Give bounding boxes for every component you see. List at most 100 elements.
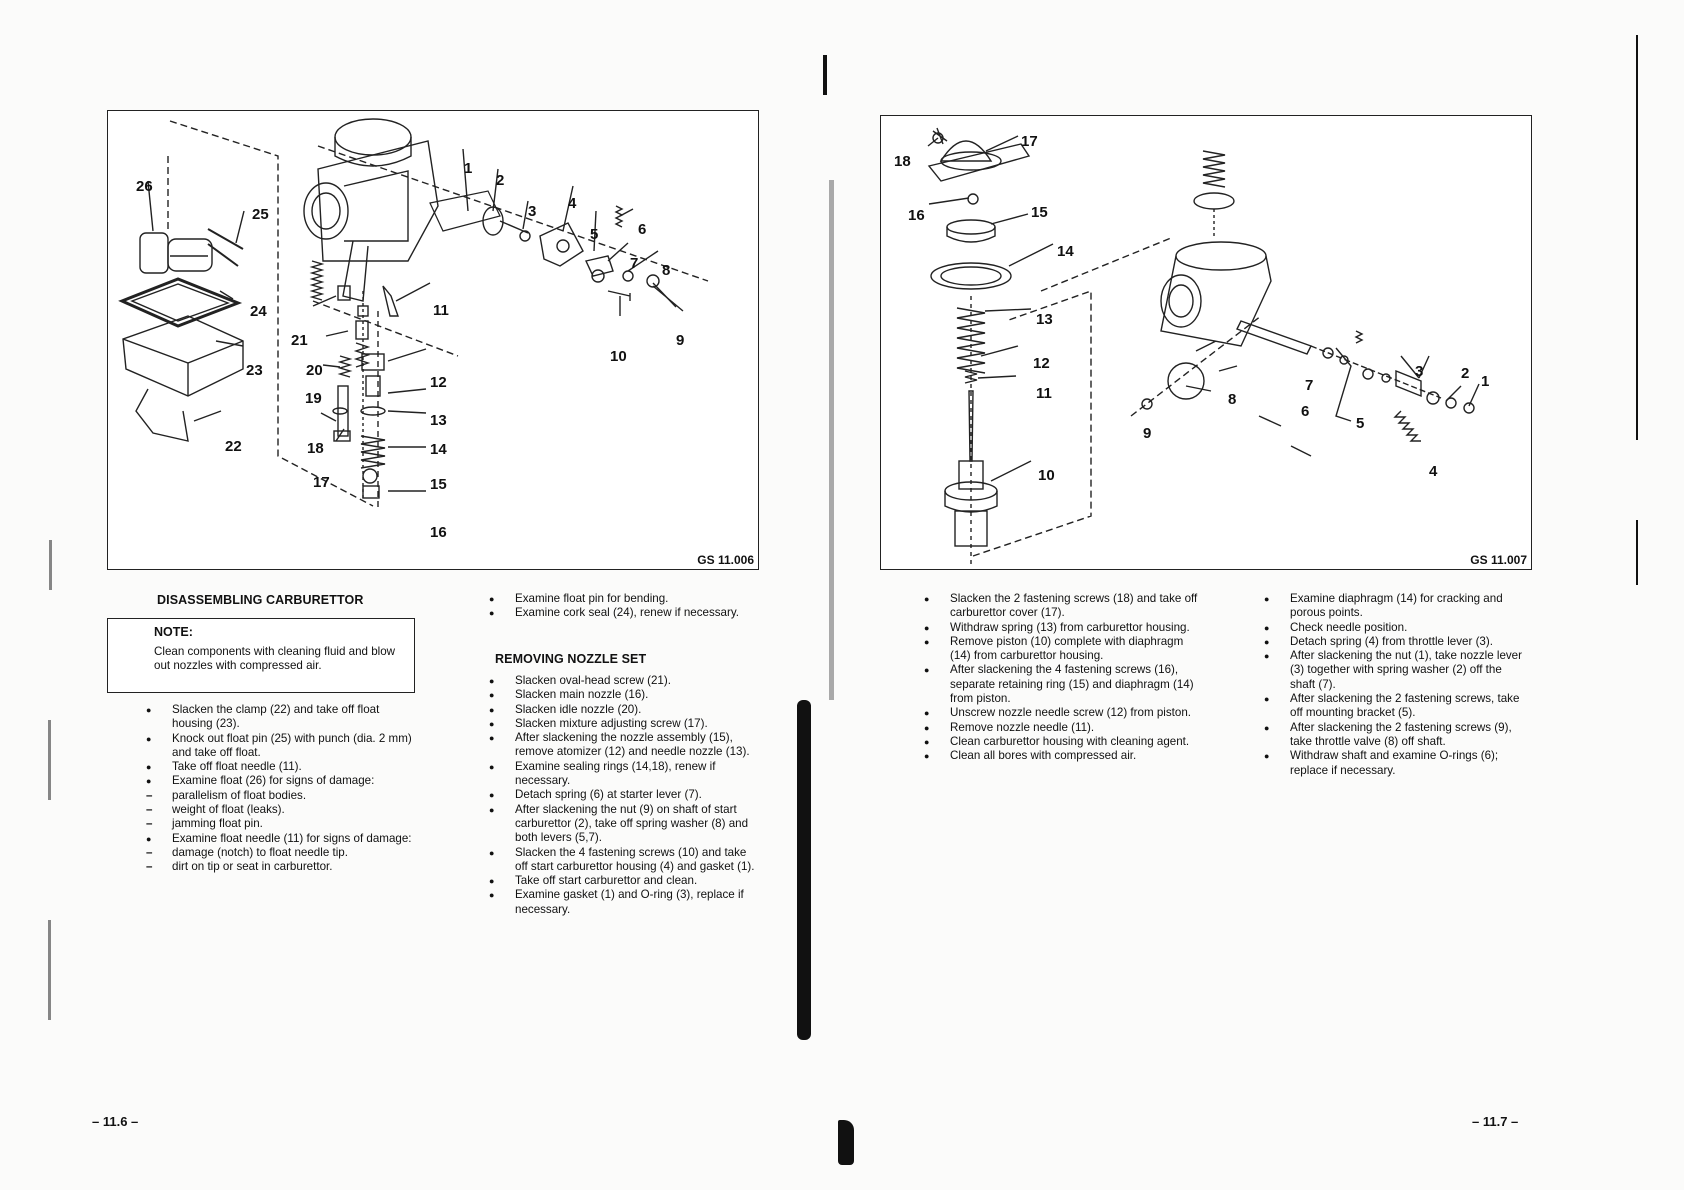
left-col1-list: Slacken the clamp (22) and take off floa… — [140, 703, 422, 875]
callout-17: 17 — [1021, 133, 1038, 150]
callout-16: 16 — [908, 207, 925, 224]
callout-5: 5 — [1356, 415, 1365, 432]
callout-21: 21 — [291, 332, 308, 349]
bullet-item: Examine cork seal (24), renew if necessa… — [483, 606, 755, 621]
callout-10: 10 — [1038, 467, 1055, 484]
callout-7: 7 — [630, 255, 639, 272]
callout-3: 3 — [1415, 363, 1424, 380]
right-col2-list: Examine diaphragm (14) for cracking and … — [1258, 592, 1530, 778]
bullet-item: Slacken mixture adjusting screw (17). — [483, 717, 755, 732]
left-edge-mark — [48, 920, 51, 1020]
left-diagram-drawing — [118, 118, 709, 511]
callout-1: 1 — [1481, 373, 1490, 390]
dash-item: parallelism of float bodies. — [140, 789, 422, 804]
right-exploded-diagram: 1 2 3 4 5 6 7 8 9 10 11 12 13 14 15 16 1… — [880, 115, 1532, 570]
callout-9: 9 — [1143, 425, 1152, 442]
binding-shadow — [829, 180, 834, 700]
callout-8: 8 — [1228, 391, 1237, 408]
bullet-item: Detach spring (6) at starter lever (7). — [483, 788, 755, 803]
bullet-item: Examine sealing rings (14,18), renew if … — [483, 760, 755, 789]
bullet-item: After slackening the nozzle assembly (15… — [483, 731, 755, 760]
page-number-right: – 11.7 – — [1472, 1114, 1519, 1129]
bullet-item: Check needle position. — [1258, 621, 1530, 636]
note-box: NOTE: Clean components with cleaning flu… — [107, 618, 415, 693]
binding-shadow — [823, 55, 827, 95]
bullet-item: Take off float needle (11). — [140, 760, 422, 775]
bullet-item: Unscrew nozzle needle screw (12) from pi… — [918, 706, 1198, 721]
callout-14: 14 — [430, 441, 447, 458]
dash-item: dirt on tip or seat in carburettor. — [140, 860, 422, 875]
callout-9: 9 — [676, 332, 685, 349]
callout-13: 13 — [1036, 311, 1053, 328]
bullet-item: Examine float needle (11) for signs of d… — [140, 832, 422, 847]
bullet-item: Remove piston (10) complete with diaphra… — [918, 635, 1198, 664]
left-edge-mark — [48, 720, 51, 800]
nozzle-section-title: REMOVING NOZZLE SET — [495, 652, 647, 666]
bullet-item: After slackening the 2 fastening screws,… — [1258, 692, 1530, 721]
bullet-item: Take off start carburettor and clean. — [483, 874, 755, 889]
bullet-item: Clean carburettor housing with cleaning … — [918, 735, 1198, 750]
callout-10: 10 — [610, 348, 627, 365]
callout-22: 22 — [225, 438, 242, 455]
bullet-item: Knock out float pin (25) with punch (dia… — [140, 732, 422, 761]
dash-item: weight of float (leaks). — [140, 803, 422, 818]
callout-26: 26 — [136, 178, 153, 195]
callout-4: 4 — [568, 195, 577, 212]
callout-8: 8 — [662, 262, 671, 279]
right-col1-list: Slacken the 2 fastening screws (18) and … — [918, 592, 1198, 764]
callout-15: 15 — [1031, 204, 1048, 221]
callout-11: 11 — [1036, 385, 1052, 402]
bullet-item: Examine float pin for bending. — [483, 592, 755, 607]
callout-19: 19 — [305, 390, 322, 407]
callout-20: 20 — [306, 362, 323, 379]
bullet-item: Examine gasket (1) and O-ring (3), repla… — [483, 888, 755, 917]
note-text: Clean components with cleaning fluid and… — [154, 645, 396, 673]
callout-12: 12 — [1033, 355, 1050, 372]
bullet-item: Slacken the clamp (22) and take off floa… — [140, 703, 422, 732]
page-number-left: – 11.6 – — [92, 1114, 139, 1129]
bullet-item: After slackening the 4 fastening screws … — [918, 663, 1198, 706]
callout-6: 6 — [638, 221, 647, 238]
callout-23: 23 — [246, 362, 263, 379]
bullet-item: Detach spring (4) from throttle lever (3… — [1258, 635, 1530, 650]
left-exploded-diagram: 1 2 3 4 5 6 7 8 9 10 11 12 13 14 15 16 1… — [107, 110, 759, 570]
callout-3: 3 — [528, 203, 537, 220]
callout-2: 2 — [1461, 365, 1470, 382]
note-title: NOTE: — [154, 625, 193, 639]
callout-7: 7 — [1305, 377, 1314, 394]
callout-6: 6 — [1301, 403, 1310, 420]
callout-18: 18 — [307, 440, 324, 457]
bullet-item: Remove nozzle needle (11). — [918, 721, 1198, 736]
left-edge-mark — [49, 540, 52, 590]
bullet-item: Clean all bores with compressed air. — [918, 749, 1198, 764]
callout-2: 2 — [496, 172, 505, 189]
callout-15: 15 — [430, 476, 447, 493]
left-col2-list: Slacken oval-head screw (21).Slacken mai… — [483, 674, 755, 917]
binding-shadow — [838, 1120, 854, 1165]
right-edge-mark — [1636, 35, 1638, 440]
bullet-item: Examine float (26) for signs of damage: — [140, 774, 422, 789]
callout-14: 14 — [1057, 243, 1074, 260]
bullet-item: Slacken main nozzle (16). — [483, 688, 755, 703]
section-title: DISASSEMBLING CARBURETTOR — [157, 593, 364, 607]
bullet-item: Withdraw spring (13) from carburettor ho… — [918, 621, 1198, 636]
callout-11: 11 — [433, 302, 449, 319]
bullet-item: Slacken idle nozzle (20). — [483, 703, 755, 718]
callout-4: 4 — [1429, 463, 1438, 480]
right-diagram-drawing — [927, 127, 1480, 566]
binding-shadow — [797, 700, 811, 1040]
left-col2-top-list: Examine float pin for bending.Examine co… — [483, 592, 755, 621]
bullet-item: After slackening the nut (1), take nozzl… — [1258, 649, 1530, 692]
callout-13: 13 — [430, 412, 447, 429]
callout-12: 12 — [430, 374, 447, 391]
callout-1: 1 — [464, 160, 473, 177]
bullet-item: Withdraw shaft and examine O-rings (6); … — [1258, 749, 1530, 778]
callout-18: 18 — [894, 153, 911, 170]
dash-item: jamming float pin. — [140, 817, 422, 832]
bullet-item: Slacken oval-head screw (21). — [483, 674, 755, 689]
figure-code: GS 11.007 — [1470, 553, 1527, 567]
bullet-item: Examine diaphragm (14) for cracking and … — [1258, 592, 1530, 621]
dash-item: damage (notch) to float needle tip. — [140, 846, 422, 861]
figure-code: GS 11.006 — [697, 553, 754, 567]
callout-5: 5 — [590, 226, 599, 243]
